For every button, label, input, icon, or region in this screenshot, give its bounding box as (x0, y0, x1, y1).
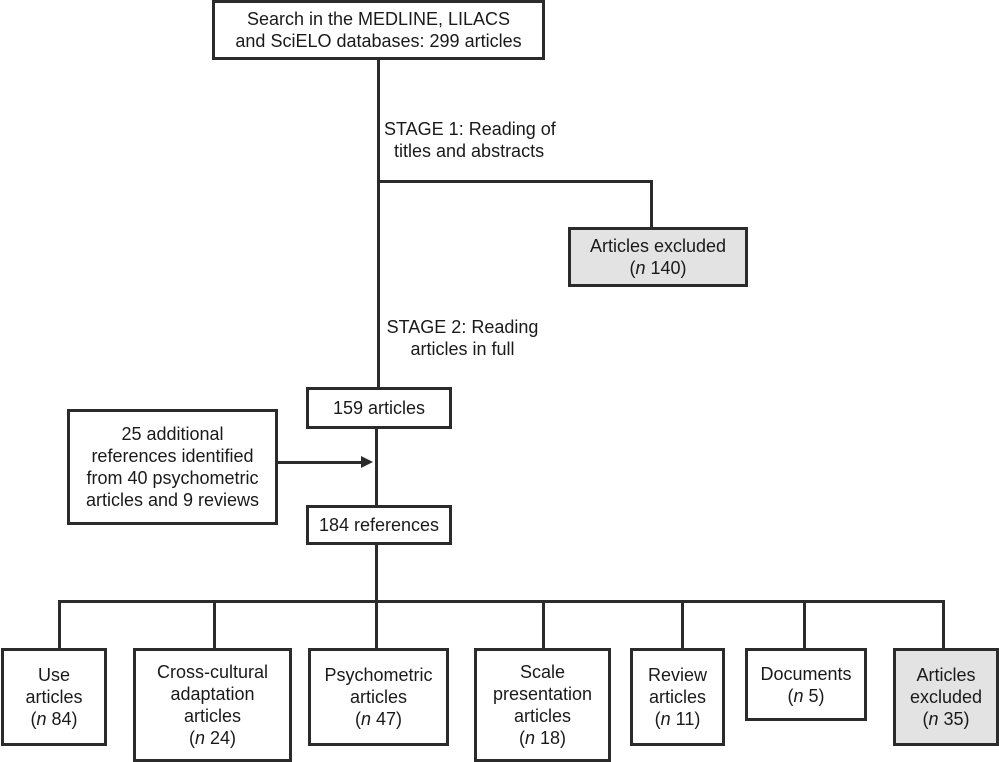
connector-drop-documents (803, 600, 806, 650)
connector-159-184 (375, 427, 378, 507)
connector-drop-excluded (942, 600, 945, 650)
stage-1-label: STAGE 1: Reading of titles and abstracts (384, 119, 556, 161)
search-line-1: Search in the MEDLINE, LILACS (246, 9, 511, 29)
stage-2-label: STAGE 2: Reading articles in full (386, 317, 539, 359)
category-articles-excluded: Articles excluded (n 35) (893, 648, 999, 746)
references-184-box: 184 references (306, 505, 452, 545)
connector-184-bus (375, 543, 378, 603)
category-cross-cultural-adaptation: Cross-cultural adaptation articles (n 24… (133, 648, 292, 762)
category-use-articles: Use articles (n 84) (1, 648, 107, 746)
connector-excluded-140-h (377, 180, 653, 183)
category-documents: Documents (n 5) (745, 648, 867, 721)
connector-additional-arrow (277, 461, 363, 464)
connector-drop-use (58, 600, 61, 650)
connector-excluded-140-v (650, 180, 653, 229)
connector-drop-scale (542, 600, 545, 650)
connector-main-top (377, 58, 380, 395)
connector-drop-cross-cultural (213, 600, 216, 650)
additional-references-box: 25 additional references identified from… (67, 409, 278, 525)
category-scale-presentation: Scale presentation articles (n 18) (474, 648, 611, 762)
category-review-articles: Review articles (n 11) (630, 648, 725, 746)
connector-bus (58, 600, 945, 603)
category-psychometric-articles: Psychometric articles (n 47) (308, 648, 449, 746)
arrow-head-icon (361, 456, 373, 468)
connector-drop-psychometric (375, 600, 378, 650)
articles-159-box: 159 articles (306, 387, 452, 429)
excluded-stage1-box: Articles excluded (n 140) (568, 227, 748, 287)
connector-drop-review (681, 600, 684, 650)
search-box: Search in the MEDLINE, LILACS and SciELO… (212, 0, 545, 60)
search-line-2: and SciELO databases: 299 articles (235, 31, 522, 51)
